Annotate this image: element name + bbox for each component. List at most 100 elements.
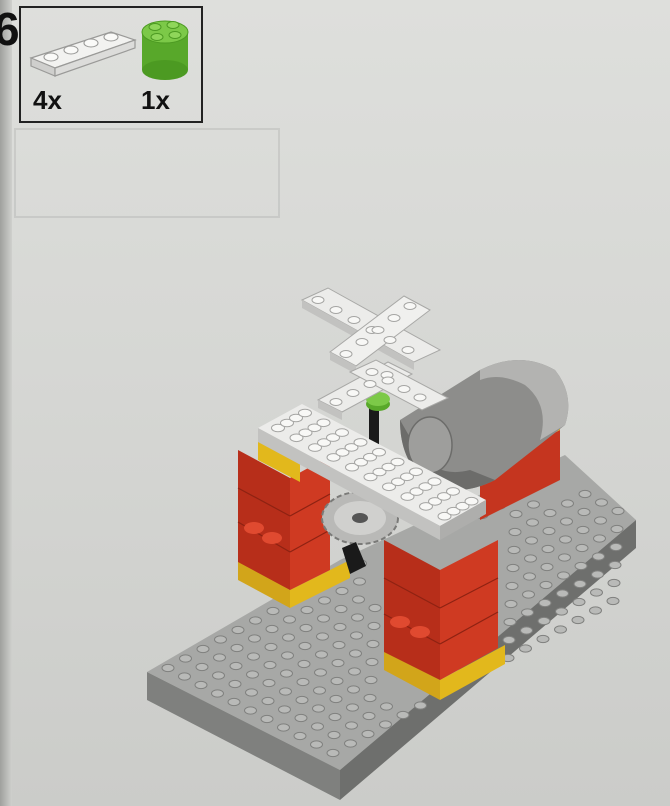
stud [505, 600, 517, 607]
stud [610, 543, 622, 550]
stud [232, 626, 244, 633]
stud [561, 518, 573, 525]
stud [578, 508, 590, 515]
stud [352, 614, 364, 621]
stud [312, 297, 324, 304]
stud [542, 545, 554, 552]
stud [538, 617, 550, 624]
stud [526, 537, 538, 544]
stud [300, 624, 312, 631]
stud [314, 687, 326, 694]
stud [335, 605, 347, 612]
stud [354, 578, 366, 585]
stud [528, 501, 540, 508]
stud [543, 527, 555, 534]
stud [248, 653, 260, 660]
stud [372, 327, 384, 334]
stud [350, 650, 362, 657]
stud [317, 633, 329, 640]
stud [594, 535, 606, 542]
stud [347, 390, 359, 397]
stud [507, 564, 519, 571]
stud [397, 711, 409, 718]
stud [404, 303, 416, 310]
stud [609, 561, 621, 568]
stud [369, 604, 381, 611]
stud [503, 636, 515, 643]
stud [230, 662, 242, 669]
stud [577, 526, 589, 533]
stud [246, 689, 258, 696]
stud [365, 676, 377, 683]
stud [391, 458, 404, 466]
stud [283, 634, 295, 641]
stud [612, 507, 624, 514]
stud [381, 703, 393, 710]
stud [197, 645, 209, 652]
stud [247, 671, 259, 678]
stud [523, 591, 535, 598]
stud [607, 597, 619, 604]
stud [559, 554, 571, 561]
stud [180, 655, 192, 662]
stud [366, 658, 378, 665]
stud [510, 510, 522, 517]
stud [327, 749, 339, 756]
stud [574, 580, 586, 587]
stud [447, 488, 460, 496]
stud [354, 439, 367, 447]
stud [596, 499, 608, 506]
stud [414, 394, 426, 401]
stud [278, 724, 290, 731]
stud [336, 429, 349, 437]
stud [336, 587, 348, 594]
stud [504, 618, 516, 625]
stud [575, 562, 587, 569]
stud [263, 679, 275, 686]
stud [295, 714, 307, 721]
stud [195, 681, 207, 688]
stud [330, 307, 342, 314]
stud [592, 571, 604, 578]
stud [298, 660, 310, 667]
stud [294, 732, 306, 739]
stud [590, 607, 602, 614]
stud [347, 704, 359, 711]
stud [591, 589, 603, 596]
stud [265, 643, 277, 650]
stud [228, 698, 240, 705]
stud [541, 563, 553, 570]
stud [245, 707, 257, 714]
stud [334, 623, 346, 630]
stud [555, 626, 567, 633]
stud [384, 337, 396, 344]
stud [313, 705, 325, 712]
stud [332, 659, 344, 666]
stud [558, 572, 570, 579]
stud [330, 695, 342, 702]
stud [353, 596, 365, 603]
stud [544, 509, 556, 516]
stud [540, 581, 552, 588]
stud [508, 546, 520, 553]
stud [315, 669, 327, 676]
stud [179, 673, 191, 680]
stud [301, 606, 313, 613]
stud [297, 678, 309, 685]
stud [262, 697, 274, 704]
stud [329, 713, 341, 720]
stud [576, 544, 588, 551]
stud [560, 536, 572, 543]
stud [428, 478, 441, 486]
stud [562, 500, 574, 507]
stud [346, 722, 358, 729]
stud [351, 632, 363, 639]
stud [537, 635, 549, 642]
stud [539, 599, 551, 606]
stud [318, 615, 330, 622]
stud [572, 616, 584, 623]
stud [266, 625, 278, 632]
stud [595, 517, 607, 524]
